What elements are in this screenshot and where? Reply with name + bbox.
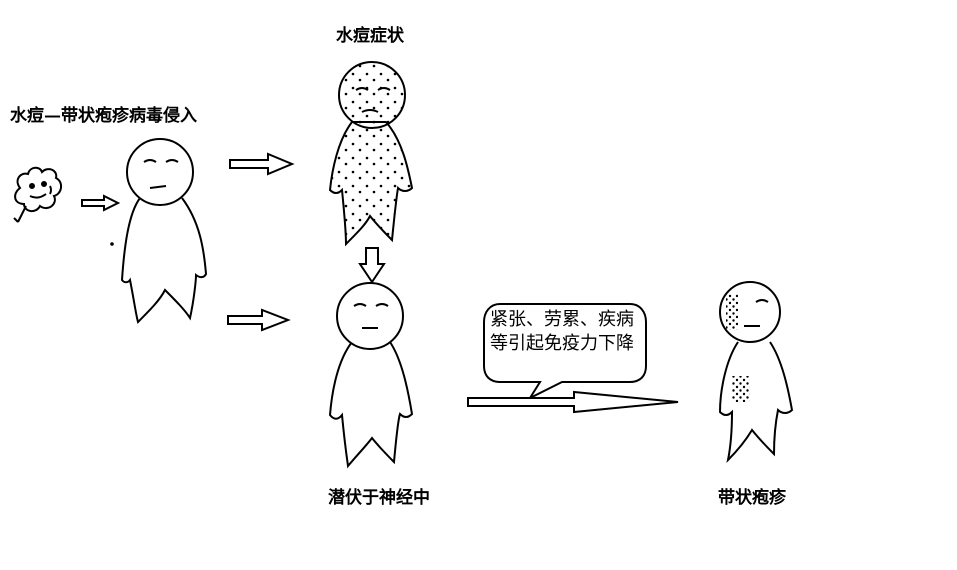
label-shingles: 带状疱疹 bbox=[718, 488, 786, 508]
person-latent bbox=[328, 282, 414, 469]
arrow-down bbox=[358, 247, 386, 284]
label-latent: 潜伏于神经中 bbox=[328, 488, 430, 508]
person-shingles bbox=[718, 281, 794, 464]
arrow-to-shingles bbox=[467, 390, 679, 414]
arrow-to-symptoms bbox=[229, 152, 295, 176]
label-chickenpox-symptoms: 水痘症状 bbox=[336, 26, 404, 46]
person-infected bbox=[110, 138, 208, 324]
arrow-to-latent bbox=[227, 308, 291, 332]
label-infection: 水痘—带状疱疹病毒侵入 bbox=[10, 106, 197, 126]
bubble-text: 紧张、劳累、疾病等引起免疫力下降 bbox=[490, 309, 634, 354]
virus-icon bbox=[13, 166, 62, 223]
person-chickenpox bbox=[328, 61, 414, 247]
speech-bubble bbox=[483, 303, 647, 401]
arrow-virus-to-person bbox=[81, 194, 121, 212]
